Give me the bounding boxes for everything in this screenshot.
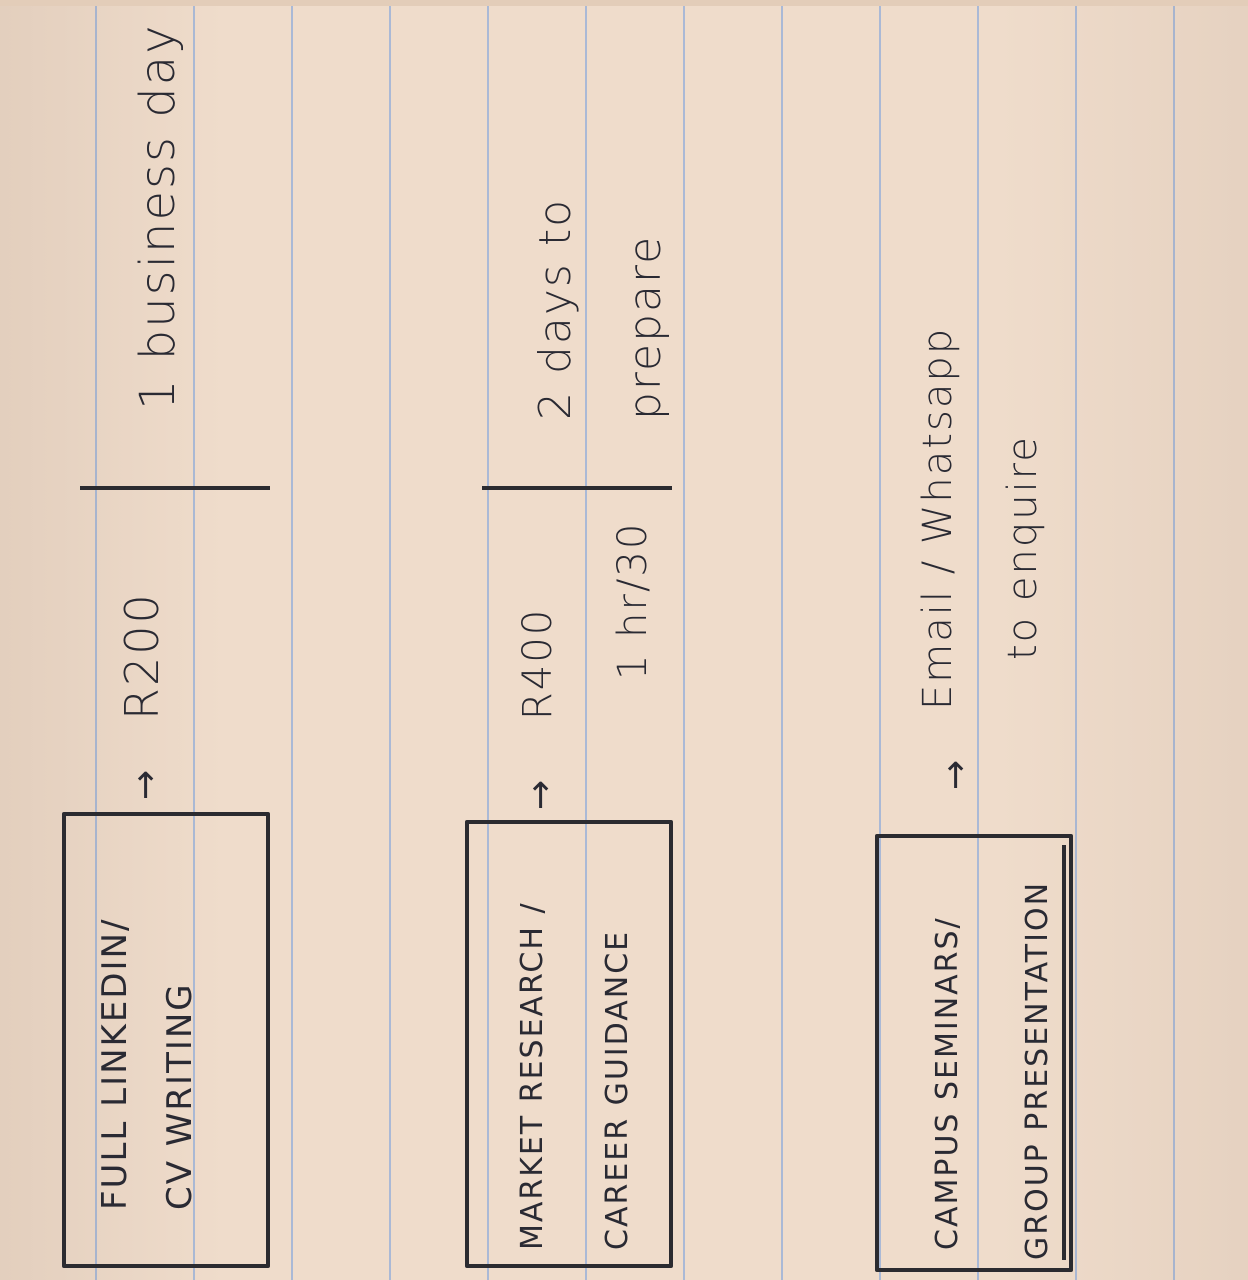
service-line-1: CAMPUS SEMINARS/ [930, 916, 965, 1250]
service-line-2: GROUP PRESENTATION [1020, 880, 1055, 1260]
session-length: 1 hr/30 [610, 521, 656, 680]
price: R200 [115, 592, 169, 720]
paper-edge [0, 0, 1248, 6]
service-box [465, 820, 673, 1268]
service-line-1: MARKET RESEARCH / [515, 901, 550, 1250]
underline [1062, 845, 1066, 1260]
divider [482, 486, 672, 490]
turnaround: 1 business day [130, 23, 186, 410]
arrow: → [125, 769, 166, 800]
divider [80, 486, 270, 490]
prep-time-line-1: 2 days to [530, 198, 581, 420]
price: R400 [515, 607, 561, 720]
contact-line-2: to enquire [1000, 435, 1046, 660]
service-line-1: FULL LINKEDIN/ [95, 917, 135, 1210]
service-line-2: CV WRITING [160, 982, 200, 1210]
contact-line-1: Email / Whatsapp [915, 326, 961, 710]
prep-time-line-2: prepare [620, 234, 671, 420]
arrow: → [520, 779, 561, 810]
service-line-2: CAREER GUIDANCE [600, 929, 635, 1250]
arrow: → [935, 759, 976, 790]
